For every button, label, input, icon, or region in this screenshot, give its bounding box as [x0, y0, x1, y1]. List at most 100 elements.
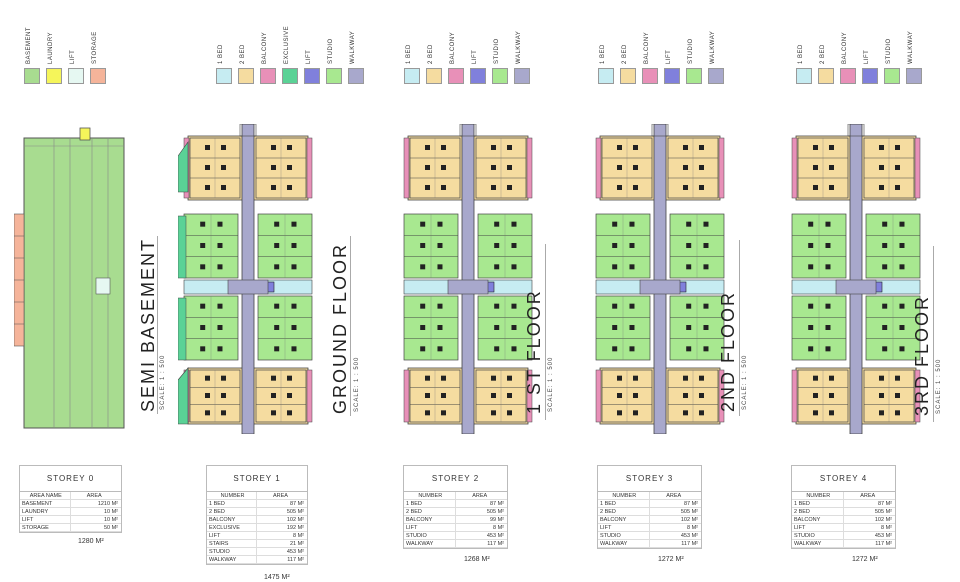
table-total: 1272 m²	[658, 556, 684, 563]
row-value: 8 m²	[687, 525, 698, 531]
legend-swatch	[840, 68, 856, 84]
row-label: 2 bed	[598, 508, 650, 515]
row-value: 505 m²	[680, 509, 698, 515]
row-value: 8 m²	[881, 525, 892, 531]
area-table-storey-0: Storey 0Area nameAreaBasement1210 m²Laun…	[19, 465, 122, 533]
row-value: 505 m²	[874, 509, 892, 515]
legend-item: 2 bed	[238, 14, 256, 90]
floor-rule	[545, 244, 546, 420]
row-value: 453 m²	[680, 533, 698, 539]
legend-swatch	[448, 68, 464, 84]
legend-label: Lift	[472, 49, 478, 64]
row-label: Lift	[20, 516, 71, 523]
table-total: 1475 m²	[264, 574, 290, 581]
legend-item: Studio	[686, 14, 704, 90]
row-value: 10 m²	[103, 517, 118, 523]
legend-label: 2 bed	[622, 44, 628, 64]
column-header: Area	[86, 493, 102, 499]
legend-label: Lift	[306, 49, 312, 64]
floor-rule	[157, 236, 158, 414]
floor-plan	[791, 124, 921, 434]
row-value: 192 m²	[286, 525, 304, 531]
area-table-storey-3: Storey 3NumberArea1 bed87 m²2 bed505 m²B…	[597, 465, 702, 549]
table-row: 2 bed 505 m²	[598, 508, 701, 516]
row-value: 505 m²	[286, 509, 304, 515]
table-row: Lift8 m²	[598, 524, 701, 532]
row-label: 2 bed	[404, 508, 456, 515]
table-header: NumberArea	[792, 492, 895, 500]
legend-item: Walkway	[348, 14, 366, 90]
table-row: Balcony102 m²	[598, 516, 701, 524]
table-row: Balcony102 m²	[207, 516, 307, 524]
row-value: 87 m²	[683, 501, 698, 507]
legend-item: Lift	[664, 14, 682, 90]
table-row: Storage50 m²	[20, 524, 121, 532]
legend-swatch	[46, 68, 62, 84]
row-value: 87 m²	[877, 501, 892, 507]
floor-scale-2nd: Scale: 1 : 500	[742, 354, 748, 410]
table-row: Lift8 m²	[404, 524, 507, 532]
row-value: 102 m²	[286, 517, 304, 523]
legend-label: Exclusive	[284, 25, 290, 64]
legend-swatch	[68, 68, 84, 84]
table-total: 1280 m²	[78, 538, 104, 545]
floor-scale-semi-basement: Scale: 1 : 500	[160, 354, 166, 410]
legend-swatch	[620, 68, 636, 84]
table-total: 1272 m²	[852, 556, 878, 563]
legend-item: Exclusive	[282, 14, 300, 90]
legend-label: 2 bed	[240, 44, 246, 64]
table-row: 1 bed87 m²	[598, 500, 701, 508]
table-row: Lift8 m²	[792, 524, 895, 532]
legend-item: Balcony	[642, 14, 660, 90]
column-header: Area	[472, 493, 488, 499]
floor-title-3rd: 3rd floor	[912, 294, 932, 416]
row-value: 99 m²	[489, 517, 504, 523]
row-label: Walkway	[792, 540, 844, 547]
row-value: 117 m²	[487, 541, 504, 547]
row-label: 2 bed	[792, 508, 844, 515]
column-header: Number	[207, 492, 257, 499]
column-header: Area	[860, 493, 876, 499]
table-row: Basement1210 m²	[20, 500, 121, 508]
row-value: 87 m²	[489, 501, 504, 507]
legend-label: Studio	[494, 38, 500, 64]
row-label: Exclusive	[207, 524, 257, 531]
table-row: Balcony102 m²	[792, 516, 895, 524]
legend-item: 1 bed	[404, 14, 422, 90]
legend-label: Studio	[886, 38, 892, 64]
row-value: 10 m²	[103, 509, 118, 515]
table-row: Walkway117 m²	[792, 540, 895, 548]
floor-rule	[933, 246, 934, 422]
table-row: 1 bed87 m²	[792, 500, 895, 508]
table-row: Balcony99 m²	[404, 516, 507, 524]
row-value: 453 m²	[286, 549, 304, 555]
legend-swatch	[642, 68, 658, 84]
legend-item: Storage	[90, 14, 108, 90]
floor-title-1st: 1 st floor	[524, 289, 544, 414]
table-row: Laundry10 m²	[20, 508, 121, 516]
legend-label: Walkway	[710, 30, 716, 64]
legend-label: Basement	[26, 26, 32, 64]
legend-item: Walkway	[906, 14, 924, 90]
legend-swatch	[90, 68, 106, 84]
legend-label: Balcony	[450, 31, 456, 64]
legend-item: Balcony	[260, 14, 278, 90]
legend-item: Balcony	[448, 14, 466, 90]
legend-item: Walkway	[514, 14, 532, 90]
row-label: 1 bed	[404, 500, 456, 507]
legend-swatch	[326, 68, 342, 84]
table-row: 1 bed 87 m²	[404, 500, 507, 508]
legend-item: Lift	[304, 14, 322, 90]
floor-title-semi-basement: Semi Basement	[138, 237, 158, 412]
row-label: Studio	[404, 532, 456, 539]
row-label: 1 bed	[207, 500, 257, 507]
table-row: Studio453 m²	[207, 548, 307, 556]
row-label: Walkway	[404, 540, 456, 547]
table-row: 2 bed505 m²	[207, 508, 307, 516]
row-value: 453 m²	[486, 533, 504, 539]
legend-label: 2 bed	[428, 44, 434, 64]
table-header: NumberArea	[404, 492, 507, 500]
row-value: 8 m²	[293, 533, 304, 539]
legend-label: Studio	[688, 38, 694, 64]
legend-swatch	[216, 68, 232, 84]
